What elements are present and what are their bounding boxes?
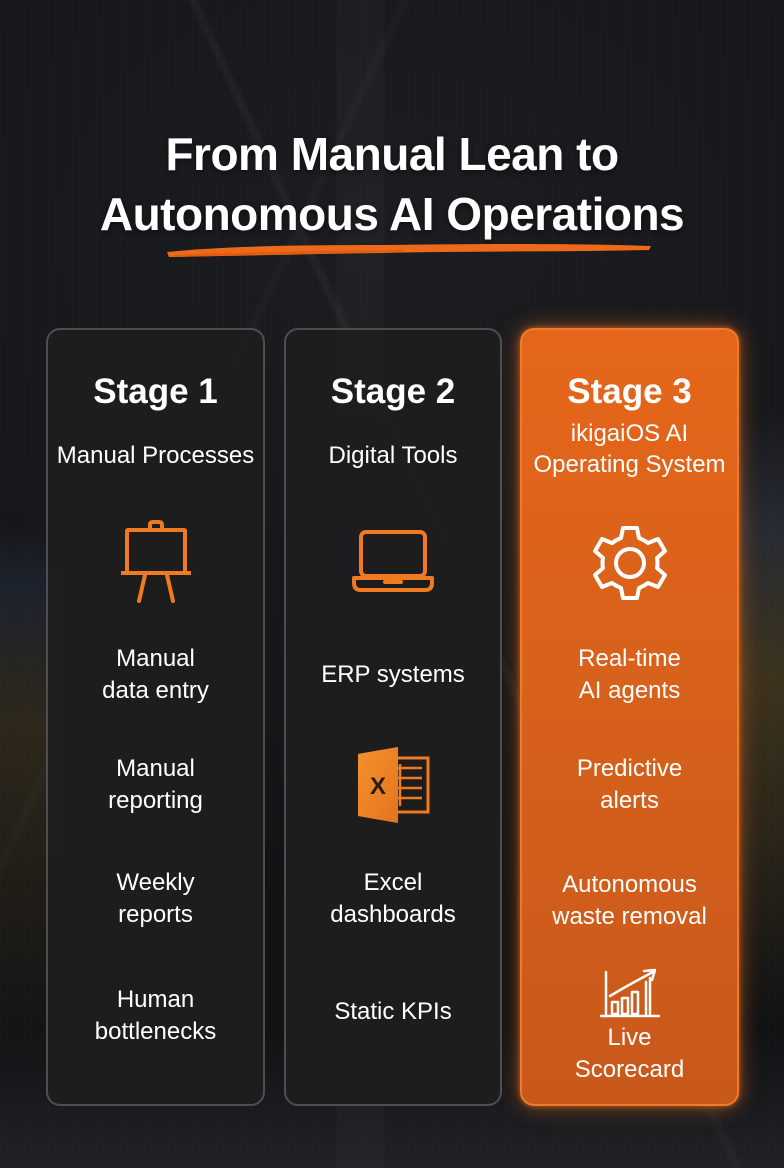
stage-1-item-4: Human bottlenecks bbox=[94, 986, 217, 1045]
title-line-2: Autonomous AI Operations bbox=[99, 188, 685, 240]
stage-1-title: Stage 1 bbox=[93, 372, 218, 411]
stage-2-item-1: ERP systems bbox=[321, 661, 465, 688]
stage-2-card: Stage 2 Digital Tools ERP systems bbox=[284, 328, 502, 1106]
stage-3-item-2: Predictive alerts bbox=[576, 755, 683, 814]
stage-3-title: Stage 3 bbox=[567, 372, 692, 411]
easel-board-icon bbox=[119, 520, 192, 611]
stage-2-item-3: Excel dashboards bbox=[330, 869, 456, 928]
stage-3-item-3: Autonomous waste removal bbox=[552, 871, 707, 930]
stage-2-title: Stage 2 bbox=[330, 372, 456, 411]
excel-icon: X bbox=[356, 746, 430, 829]
stage-1-subtitle: Manual Processes bbox=[56, 442, 255, 469]
stage-1-card: Stage 1 Manual Processes Manual data ent… bbox=[46, 328, 265, 1106]
page-title: From Manual Lean to Autonomous AI Operat… bbox=[0, 124, 784, 244]
stage-2-subtitle: Digital Tools bbox=[328, 442, 458, 469]
laptop-icon bbox=[352, 530, 434, 597]
title-line-1: From Manual Lean to bbox=[165, 128, 619, 180]
gear-icon bbox=[587, 520, 673, 611]
stage-2-item-4: Static KPIs bbox=[334, 998, 452, 1025]
svg-text:X: X bbox=[370, 773, 386, 800]
stage-1-item-1: Manual data entry bbox=[102, 645, 209, 704]
growth-chart-icon bbox=[599, 968, 660, 1025]
stage-3-item-1: Real-time AI agents bbox=[578, 645, 681, 704]
stage-1-item-2: Manual reporting bbox=[108, 755, 203, 814]
stage-3-card: Stage 3 ikigaiOS AI Operating System Rea… bbox=[520, 328, 739, 1106]
stage-3-item-4: Live Scorecard bbox=[574, 1024, 685, 1083]
brush-underline bbox=[167, 244, 651, 257]
stage-3-subtitle: ikigaiOS AI Operating System bbox=[533, 420, 726, 478]
stage-1-item-3: Weekly reports bbox=[116, 869, 195, 928]
